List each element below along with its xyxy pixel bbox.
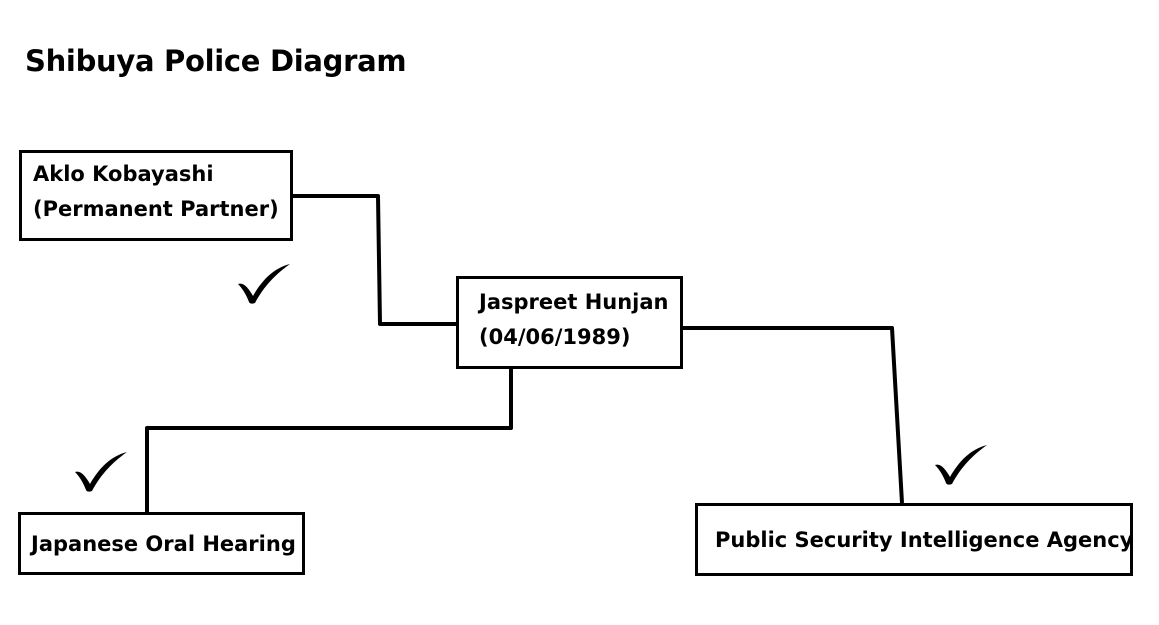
node-partner: Aklo Kobayashi (Permanent Partner) xyxy=(19,150,293,241)
node-agency-label: Public Security Intelligence Agency xyxy=(715,528,1134,552)
checkmark-icon xyxy=(238,264,290,304)
connector-subject-to-agency xyxy=(683,326,904,504)
checkmark-icon xyxy=(75,452,127,492)
diagram-title: Shibuya Police Diagram xyxy=(25,44,407,78)
node-subject-name: Jaspreet Hunjan xyxy=(479,290,669,314)
connector-subject-to-oral-hearing xyxy=(145,369,513,512)
node-agency: Public Security Intelligence Agency xyxy=(695,503,1133,576)
node-partner-name: Aklo Kobayashi xyxy=(33,162,214,186)
node-partner-role: (Permanent Partner) xyxy=(33,197,279,221)
node-oral-hearing: Japanese Oral Hearing xyxy=(18,512,305,575)
connector-partner-to-subject xyxy=(293,194,456,326)
node-oral-hearing-label: Japanese Oral Hearing xyxy=(31,532,296,556)
checkmark-icon xyxy=(935,445,987,485)
node-subject-date: (04/06/1989) xyxy=(479,325,631,349)
node-subject: Jaspreet Hunjan (04/06/1989) xyxy=(456,276,683,369)
